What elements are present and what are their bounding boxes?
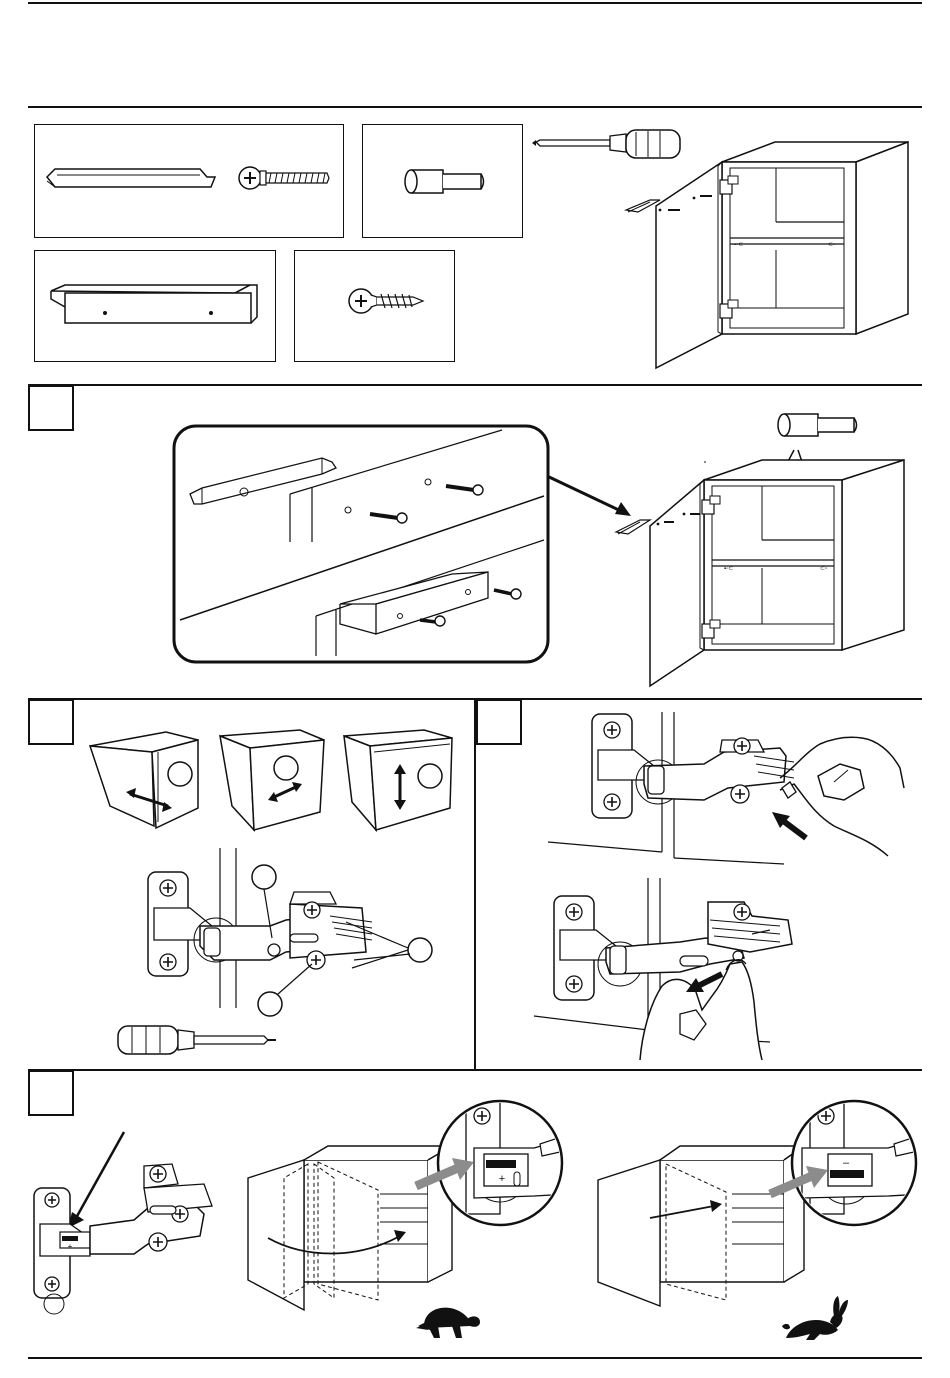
softclose-adjuster-hinge-diagram: +: [24, 1128, 224, 1308]
top-rule: [28, 2, 922, 4]
svg-text:⊂▫: ⊂▫: [820, 566, 827, 572]
svg-text:⊂▫: ⊂▫: [828, 242, 835, 248]
wood-screw-icon: [295, 251, 456, 363]
shelf-pin-icon: [363, 125, 524, 239]
hinge-adjust-depth-icon: [216, 722, 336, 832]
header-rule: [28, 106, 922, 108]
part-box-shelf-pin: [362, 124, 523, 238]
svg-text:▪◦⊂: ▪◦⊂: [734, 242, 743, 248]
slow-adjust-push-arrow: [410, 1154, 480, 1194]
shelf-pin-icon-step1: [774, 410, 864, 440]
rabbit-icon: [780, 1294, 850, 1344]
fast-minus-label: –: [843, 1157, 850, 1169]
hinge-release-lift-diagram: [530, 874, 930, 1064]
step-3-number-box: [476, 699, 522, 745]
bottom-rule: [28, 1357, 922, 1359]
hinge-clip-press-diagram: [544, 708, 924, 868]
part-box-angle-handle: [34, 250, 276, 362]
step1-cabinet-illustration: ▪◦⊂ ⊂▫: [612, 440, 922, 690]
handle-installation-detail-callout: [172, 424, 550, 664]
overview-cabinet-illustration: ▪◦⊂ ⊂▫: [620, 132, 930, 372]
handle-profile-and-bolt-icon: [35, 125, 345, 239]
step-1-number-box: [28, 385, 74, 431]
fast-adjust-push-arrow: [764, 1162, 834, 1202]
slow-plus-label: +: [499, 1173, 505, 1185]
step1-rule: [28, 384, 922, 386]
part-box-wood-screw: [294, 250, 455, 362]
hinge-adjustment-diagram: [140, 842, 440, 1012]
step-4-number-box: [28, 1070, 74, 1116]
step2-step3-divider: [474, 699, 476, 1070]
step-2-number-box: [28, 699, 74, 745]
angle-handle-icon: [35, 251, 277, 363]
phillips-screwdriver-icon-step2: [114, 1022, 284, 1058]
svg-text:▪◦⊂: ▪◦⊂: [724, 566, 733, 572]
turtle-icon: [412, 1298, 482, 1342]
hinge-adjust-height-icon: [340, 722, 460, 832]
plus-sign-small: +: [68, 1242, 73, 1251]
hinge-adjust-side-icon: [86, 722, 206, 832]
part-box-handle-bolt: [34, 124, 344, 238]
